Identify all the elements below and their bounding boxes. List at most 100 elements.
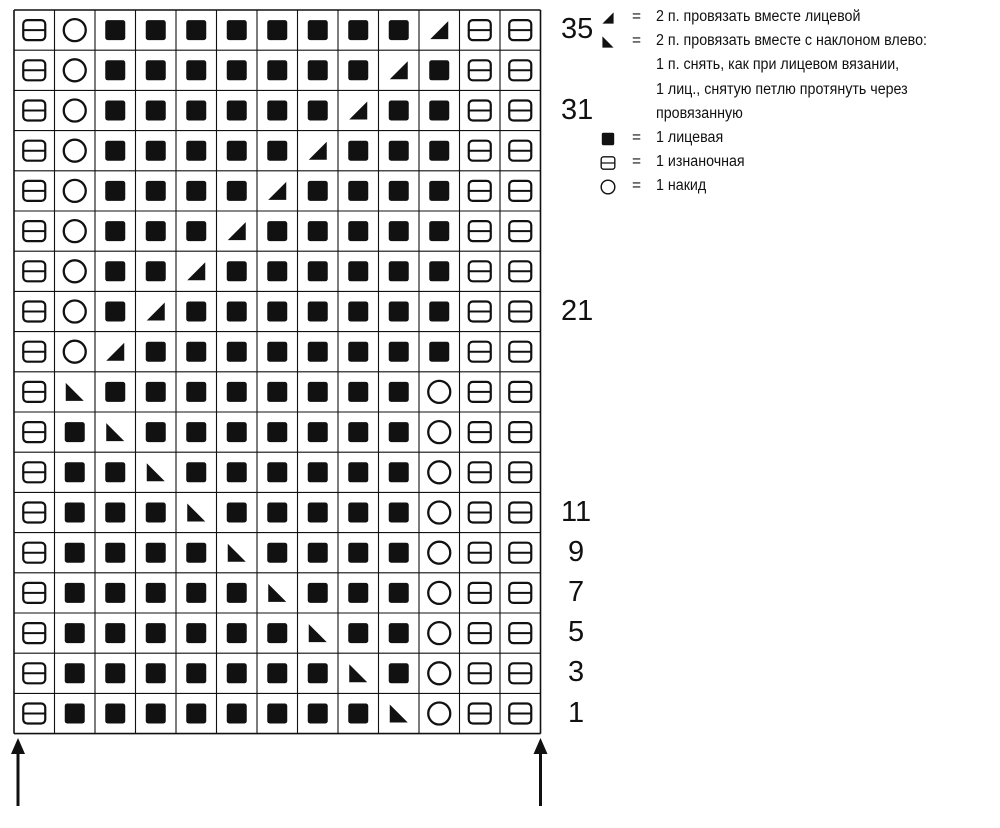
knit-stitch-cell xyxy=(145,542,166,563)
knit-stitch-cell xyxy=(145,261,166,282)
legend-text: провязанную xyxy=(656,104,743,122)
legend-text: 1 лицевая xyxy=(656,129,724,146)
right-arrow xyxy=(533,738,548,806)
knit-stitch-cell xyxy=(186,341,207,362)
left-decrease-cell xyxy=(65,382,84,401)
right-decrease-cell xyxy=(146,302,165,321)
knit-stitch-cell xyxy=(226,180,247,201)
purl-stitch-cell xyxy=(467,621,492,645)
knit-stitch-cell xyxy=(267,100,288,121)
purl-stitch-cell xyxy=(22,581,47,605)
right-decrease-cell xyxy=(430,21,449,40)
row-number: 7 xyxy=(568,575,585,608)
knit-stitch-cell xyxy=(145,20,166,41)
purl-stitch-cell xyxy=(508,421,533,444)
knit-stitch-cell xyxy=(64,703,85,724)
knit-stitch-cell xyxy=(105,261,126,282)
knit-stitch-cell xyxy=(307,663,328,684)
knit-stitch-cell xyxy=(64,582,85,603)
legend-text: 2 п. провязать вместе лицевой xyxy=(656,8,861,25)
knit-stitch-cell xyxy=(226,301,247,322)
purl-stitch-cell xyxy=(508,621,533,645)
yarn-over-cell xyxy=(62,98,87,123)
knit-stitch-cell xyxy=(348,542,369,563)
knit-stitch-cell xyxy=(186,582,207,603)
knit-stitch-cell xyxy=(348,221,369,242)
knit-stitch-cell xyxy=(145,663,166,684)
knit-stitch-cell xyxy=(348,341,369,362)
right-decrease-cell xyxy=(268,181,287,200)
purl-stitch-cell xyxy=(508,581,533,605)
knit-stitch-cell xyxy=(145,221,166,242)
legend-equals: = xyxy=(632,153,642,171)
purl-stitch-cell xyxy=(22,702,47,725)
purl-stitch-cell xyxy=(22,19,47,42)
knit-stitch-cell xyxy=(186,703,207,724)
knit-stitch-cell xyxy=(64,542,85,563)
purl-stitch-cell xyxy=(22,139,47,162)
knit-stitch-cell xyxy=(388,301,409,322)
knit-stitch-cell xyxy=(145,140,166,161)
knit-stitch-cell xyxy=(429,221,450,242)
knit-stitch-cell xyxy=(105,301,126,322)
knit-stitch-cell xyxy=(307,221,328,242)
left-decrease-cell xyxy=(146,463,165,482)
knit-stitch-cell xyxy=(267,20,288,41)
knit-stitch-cell xyxy=(388,462,409,483)
purl-stitch-cell xyxy=(467,340,492,363)
knit-stitch-cell xyxy=(105,542,126,563)
knit-stitch-cell xyxy=(307,502,328,523)
purl-stitch-cell xyxy=(467,179,492,202)
purl-stitch-cell xyxy=(508,380,533,403)
yarn-over-cell xyxy=(62,138,87,163)
legend-text: 1 накид xyxy=(656,177,707,195)
purl-stitch-cell xyxy=(467,139,492,162)
knit-stitch-cell xyxy=(186,422,207,443)
knit-stitch-cell xyxy=(348,422,369,443)
knit-stitch-cell xyxy=(186,542,207,563)
right-decrease-icon xyxy=(602,12,614,24)
legend-equals: = xyxy=(632,8,642,25)
knit-stitch-cell xyxy=(226,261,247,282)
purl-stitch-cell xyxy=(467,300,492,323)
purl-stitch-cell xyxy=(22,59,47,82)
row-number: 35 xyxy=(561,13,594,46)
knit-stitch-cell xyxy=(267,140,288,161)
yarn-over-cell xyxy=(62,17,87,43)
purl-stitch-cell xyxy=(508,300,533,323)
purl-stitch-cell xyxy=(22,541,47,564)
knit-stitch-cell xyxy=(388,381,409,402)
knit-stitch-cell xyxy=(348,381,369,402)
knit-stitch-cell xyxy=(348,703,369,724)
knit-stitch-cell xyxy=(348,623,369,644)
knit-stitch-cell xyxy=(64,623,85,644)
knit-stitch-cell xyxy=(267,221,288,242)
purl-stitch-cell xyxy=(467,581,492,605)
knit-stitch-cell xyxy=(105,663,126,684)
knit-stitch-cell xyxy=(307,60,328,81)
purl-stitch-cell xyxy=(508,662,533,685)
knit-stitch-cell xyxy=(105,462,126,483)
knit-stitch-cell xyxy=(307,301,328,322)
purl-stitch-cell xyxy=(467,541,492,564)
knit-stitch-cell xyxy=(388,422,409,443)
knit-stitch-cell xyxy=(267,623,288,644)
purl-stitch-cell xyxy=(22,501,47,524)
purl-stitch-cell xyxy=(22,300,47,323)
knit-stitch-cell xyxy=(429,301,450,322)
knit-stitch-cell xyxy=(307,542,328,563)
row-number: 31 xyxy=(561,93,594,126)
knit-stitch-cell xyxy=(307,422,328,443)
purl-stitch-cell xyxy=(467,260,492,283)
knit-stitch-cell xyxy=(429,180,450,201)
purl-stitch-cell xyxy=(22,340,47,363)
yarn-over-cell xyxy=(427,460,452,485)
knit-stitch-cell xyxy=(186,623,207,644)
purl-stitch-cell xyxy=(467,702,492,725)
knit-stitch-cell xyxy=(267,462,288,483)
purl-stitch-cell xyxy=(467,59,492,82)
purl-stitch-cell xyxy=(508,220,533,243)
purl-stitch-cell xyxy=(467,461,492,484)
knit-stitch-cell xyxy=(388,180,409,201)
